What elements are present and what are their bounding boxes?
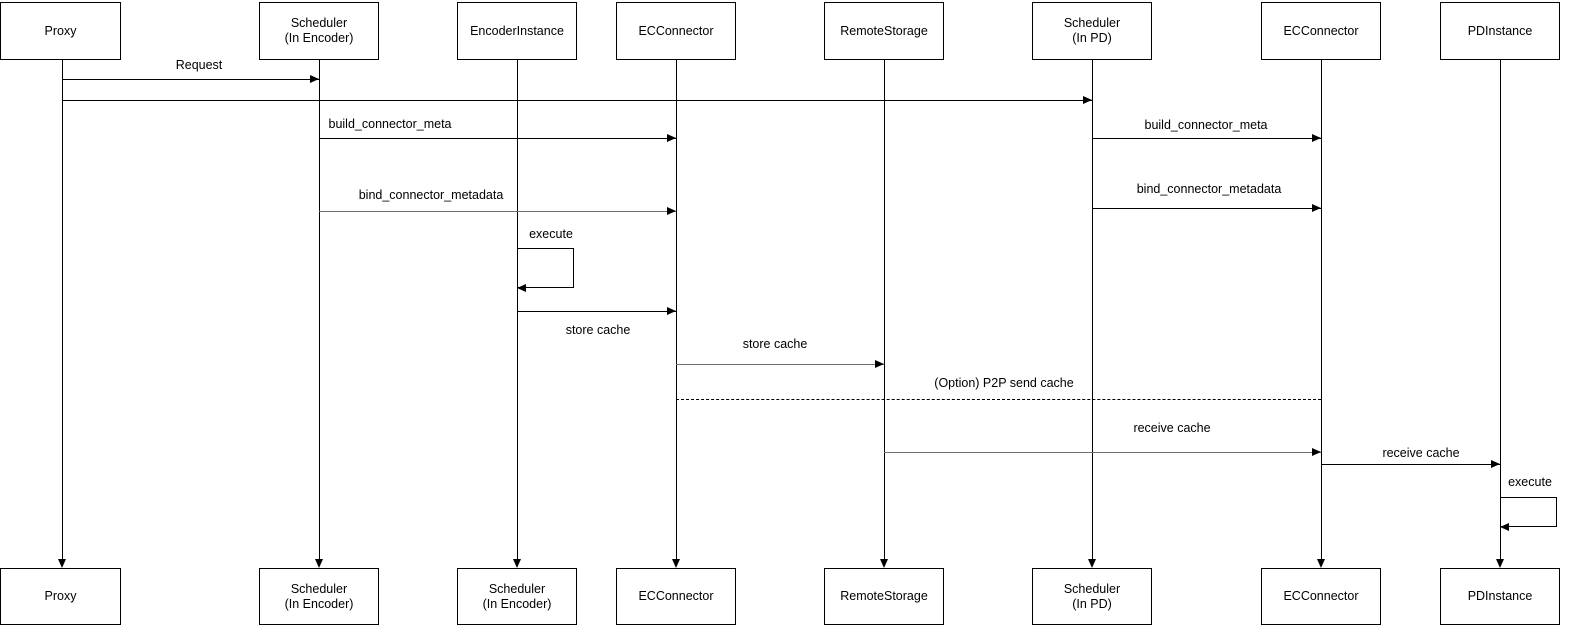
message-line-m10 <box>884 452 1321 453</box>
message-line-m7 <box>517 311 676 312</box>
message-label-m9: (Option) P2P send cache <box>934 376 1074 390</box>
self-message-loop-s2 <box>1500 497 1557 527</box>
message-arrowhead-m8 <box>875 360 884 368</box>
participant-header-remote_storage[interactable]: RemoteStorage <box>824 2 944 60</box>
message-label-m11: receive cache <box>1382 446 1460 460</box>
message-label-m8: store cache <box>742 337 808 351</box>
self-message-label-s2: execute <box>1508 475 1552 489</box>
lifeline-scheduler_pd <box>1092 60 1093 566</box>
message-line-m11 <box>1321 464 1500 465</box>
message-line-m1 <box>62 79 319 80</box>
lifeline-end-arrow-remote_storage <box>880 559 888 568</box>
message-arrowhead-m11 <box>1491 460 1500 468</box>
message-line-m5 <box>319 211 676 212</box>
message-line-m4 <box>1092 138 1321 139</box>
participant-footer-remote_storage[interactable]: RemoteStorage <box>824 568 944 625</box>
message-arrowhead-m10 <box>1312 448 1321 456</box>
participant-header-ec_connector_r[interactable]: ECConnector <box>1261 2 1381 60</box>
lifeline-end-arrow-proxy <box>58 559 66 568</box>
message-line-m6 <box>1092 208 1321 209</box>
message-line-m8 <box>676 364 884 365</box>
message-arrowhead-m3 <box>667 134 676 142</box>
message-label-m6: bind_connector_metadata <box>1136 182 1282 196</box>
lifeline-end-arrow-scheduler_enc <box>315 559 323 568</box>
participant-footer-proxy[interactable]: Proxy <box>0 568 121 625</box>
message-arrowhead-m2 <box>1083 96 1092 104</box>
participant-footer-ec_connector_l[interactable]: ECConnector <box>616 568 736 625</box>
message-arrowhead-m4 <box>1312 134 1321 142</box>
message-label-m4: build_connector_meta <box>1144 118 1268 132</box>
participant-header-pd_instance[interactable]: PDInstance <box>1440 2 1560 60</box>
lifeline-ec_connector_r <box>1321 60 1322 566</box>
lifeline-end-arrow-ec_connector_l <box>672 559 680 568</box>
message-arrowhead-m5 <box>667 207 676 215</box>
participant-header-encoder_inst[interactable]: EncoderInstance <box>457 2 577 60</box>
lifeline-pd_instance <box>1500 60 1501 566</box>
lifeline-end-arrow-encoder_inst <box>513 559 521 568</box>
participant-footer-scheduler_pd[interactable]: Scheduler (In PD) <box>1032 568 1152 625</box>
lifeline-encoder_inst <box>517 60 518 566</box>
self-message-label-s1: execute <box>529 227 573 241</box>
lifeline-scheduler_enc <box>319 60 320 566</box>
message-label-m10: receive cache <box>1133 421 1211 435</box>
lifeline-end-arrow-scheduler_pd <box>1088 559 1096 568</box>
message-label-m5: bind_connector_metadata <box>358 188 504 202</box>
participant-footer-pd_instance[interactable]: PDInstance <box>1440 568 1560 625</box>
message-label-m3: build_connector_meta <box>328 117 452 131</box>
message-line-m2 <box>62 100 1092 101</box>
self-message-loop-s1 <box>517 248 574 288</box>
self-message-arrowhead-s2 <box>1500 523 1509 531</box>
self-message-arrowhead-s1 <box>517 284 526 292</box>
participant-header-scheduler_pd[interactable]: Scheduler (In PD) <box>1032 2 1152 60</box>
lifeline-end-arrow-ec_connector_r <box>1317 559 1325 568</box>
lifeline-end-arrow-pd_instance <box>1496 559 1504 568</box>
participant-header-proxy[interactable]: Proxy <box>0 2 121 60</box>
participant-footer-encoder_inst[interactable]: Scheduler (In Encoder) <box>457 568 577 625</box>
message-label-m7: store cache <box>565 323 631 337</box>
lifeline-remote_storage <box>884 60 885 566</box>
lifeline-ec_connector_l <box>676 60 677 566</box>
participant-footer-scheduler_enc[interactable]: Scheduler (In Encoder) <box>259 568 379 625</box>
message-line-m9 <box>676 399 1321 400</box>
message-label-m1: Request <box>175 58 223 72</box>
participant-header-ec_connector_l[interactable]: ECConnector <box>616 2 736 60</box>
message-arrowhead-m6 <box>1312 204 1321 212</box>
message-line-m3 <box>319 138 676 139</box>
message-arrowhead-m1 <box>310 75 319 83</box>
participant-footer-ec_connector_r[interactable]: ECConnector <box>1261 568 1381 625</box>
lifeline-proxy <box>62 60 63 566</box>
participant-header-scheduler_enc[interactable]: Scheduler (In Encoder) <box>259 2 379 60</box>
message-arrowhead-m7 <box>667 307 676 315</box>
